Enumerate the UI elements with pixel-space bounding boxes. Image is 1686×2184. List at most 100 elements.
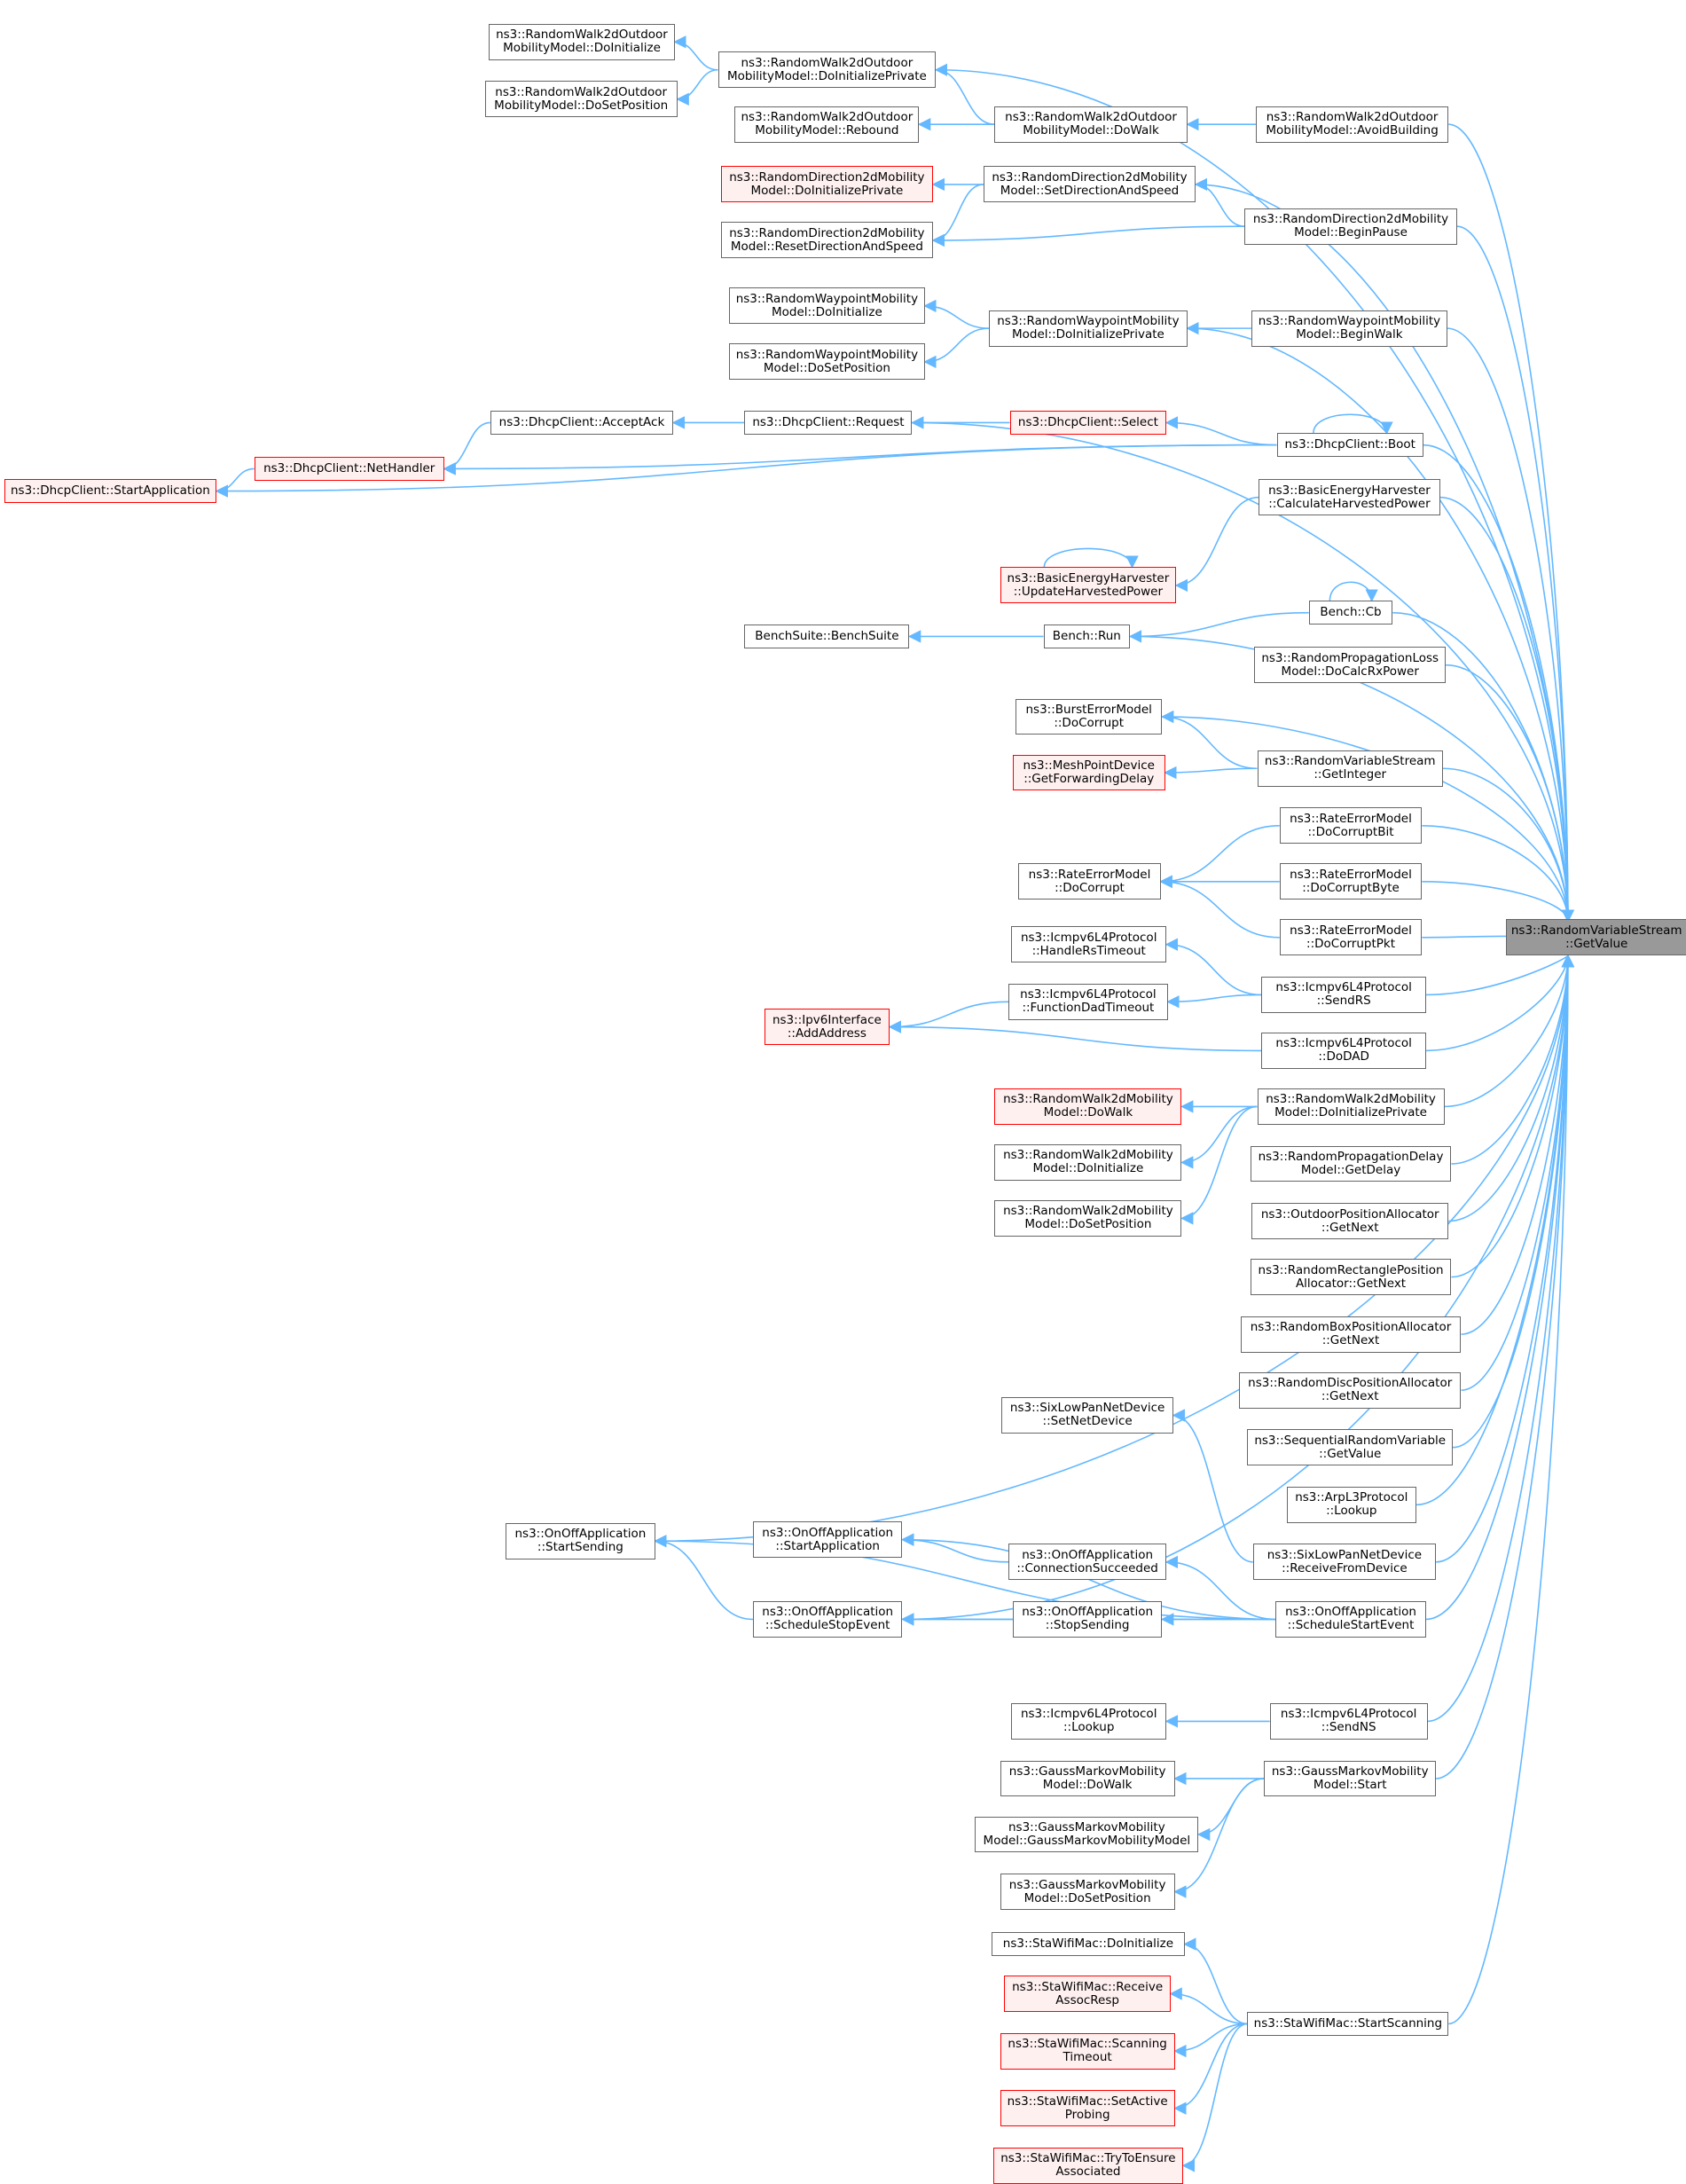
node-onoffapplication-stopsending[interactable]: ns3::OnOffApplication ::StopSending [1012,1600,1163,1638]
node-icmpv6l4protocol-dodad[interactable]: ns3::Icmpv6L4Protocol ::DoDAD [1261,1032,1427,1069]
edge-rem_pkt-to-rem_docorrupt [1159,875,1280,939]
edge-icmp_funcdad-to-ipv6_addaddr [888,1001,1009,1033]
node-icmpv6l4protocol-sendns[interactable]: ns3::Icmpv6L4Protocol ::SendNS [1269,1702,1428,1740]
node-onoffapplication-startapplication[interactable]: ns3::OnOffApplication ::StartApplication [752,1521,903,1559]
edge-rem_byte-to-getvalue [1422,881,1575,923]
node-outdoorpositionallocator-getnext[interactable]: ns3::OutdoorPositionAllocator ::GetNext [1251,1203,1449,1239]
node-randomwalk2d-dosetposition[interactable]: ns3::RandomWalk2dMobility Model::DoSetPo… [994,1199,1182,1237]
node-randomboxpositionallocator-getnext[interactable]: ns3::RandomBoxPositionAllocator ::GetNex… [1240,1316,1462,1353]
node-basicenergyharvester-calculateharvestedpower[interactable]: ns3::BasicEnergyHarvester ::CalculateHar… [1259,479,1440,516]
node-gaussmarkov-dosetposition[interactable]: ns3::GaussMarkovMobility Model::DoSetPos… [1000,1874,1175,1910]
node-randomvariablestream-getinteger[interactable]: ns3::RandomVariableStream ::GetInteger [1257,750,1443,787]
node-randomwaypoint-dosetposition[interactable]: ns3::RandomWaypointMobility Model::DoSet… [729,343,925,381]
edge-rw2do_avoid-to-getvalue [1448,123,1575,923]
node-stawifimac-setactiveprobing[interactable]: ns3::StaWifiMac::SetActive Probing [1000,2090,1175,2127]
edge-dhcp_nethandler-to-dhcp_startapp [215,467,255,498]
edge-rd2d_setdir-to-rd2d_reset [931,184,984,247]
node-randomvariablestream-getvalue-focus: ns3::RandomVariableStream ::GetValue [1505,919,1686,956]
edge-swm_startscan-to-getvalue [1448,954,1575,2025]
node-rateerrormodel-docorruptbit[interactable]: ns3::RateErrorModel ::DoCorruptBit [1279,807,1423,845]
node-bench-cb[interactable]: Bench::Cb [1308,601,1393,625]
node-icmpv6l4protocol-sendrs[interactable]: ns3::Icmpv6L4Protocol ::SendRS [1261,976,1427,1013]
edge-rvs_getint-to-burst_docorrupt [1160,710,1258,770]
node-randomwalk2doutdoor-rebound[interactable]: ns3::RandomWalk2dOutdoor MobilityModel::… [734,106,920,143]
node-randompropagationloss-docalcrxpower[interactable]: ns3::RandomPropagationLoss Model::DoCalc… [1254,647,1447,684]
node-rateerrormodel-docorrupt[interactable]: ns3::RateErrorModel ::DoCorrupt [1018,863,1161,900]
node-onoffapplication-startsending[interactable]: ns3::OnOffApplication ::StartSending [506,1522,655,1559]
node-stawifimac-trytoensureassociated[interactable]: ns3::StaWifiMac::TryToEnsure Associated [992,2147,1183,2184]
node-bench-run[interactable]: Bench::Run [1043,625,1131,648]
edge-rbpa_getnext-to-getvalue [1461,954,1575,1335]
node-randomwaypoint-doinitialize[interactable]: ns3::RandomWaypointMobility Model::DoIni… [729,287,925,325]
node-randomdiscpositionallocator-getnext[interactable]: ns3::RandomDiscPositionAllocator ::GetNe… [1239,1371,1462,1409]
node-benchsuite-benchsuite[interactable]: BenchSuite::BenchSuite [744,625,910,648]
node-ipv6interface-addaddress[interactable]: ns3::Ipv6Interface ::AddAddress [764,1009,890,1046]
edge-rd2d_beginpause-to-rd2d_reset [931,225,1245,247]
edge-bench_cb-self [1329,581,1378,602]
node-gaussmarkov-dowalk[interactable]: ns3::GaussMarkovMobility Model::DoWalk [1000,1760,1175,1797]
node-randomwalk2d-doinitialize[interactable]: ns3::RandomWalk2dMobility Model::DoIniti… [994,1143,1182,1181]
node-icmpv6l4protocol-functiondadtimeout[interactable]: ns3::Icmpv6L4Protocol ::FunctionDadTimeo… [1008,983,1168,1020]
node-randomwaypoint-doinitializeprivate[interactable]: ns3::RandomWaypointMobility Model::DoIni… [989,310,1188,347]
edge-onoff_schedstart-to-onoff_startsending [654,1535,1275,1621]
node-randomrectanglepositionallocator-getnext[interactable]: ns3::RandomRectanglePosition Allocator::… [1250,1259,1452,1295]
node-stawifimac-startscanning[interactable]: ns3::StaWifiMac::StartScanning [1247,2012,1449,2036]
node-randomwalk2doutdoor-dosetposition[interactable]: ns3::RandomWalk2dOutdoor MobilityModel::… [484,81,678,118]
edge-beh_calc-to-getvalue [1439,496,1575,923]
edge-gm_start-to-getvalue [1436,954,1575,1779]
node-rateerrormodel-docorruptpkt[interactable]: ns3::RateErrorModel ::DoCorruptPkt [1279,919,1423,956]
node-onoffapplication-connectionsucceeded[interactable]: ns3::OnOffApplication ::ConnectionSuccee… [1008,1544,1167,1581]
node-dhcpclient-nethandler[interactable]: ns3::DhcpClient::NetHandler [254,457,444,481]
node-onoffapplication-schedulestopevent[interactable]: ns3::OnOffApplication ::ScheduleStopEven… [752,1600,903,1638]
edge-icmp_sendrs-to-getvalue [1426,954,1574,996]
edge-arp_lookup-to-getvalue [1416,954,1575,1506]
node-sixlowpannetdevice-setnetdevice[interactable]: ns3::SixLowPanNetDevice ::SetNetDevice [1001,1397,1173,1434]
node-randomdirection2d-doinitializeprivate[interactable]: ns3::RandomDirection2dMobility Model::Do… [720,166,934,203]
edge-rvs_getint-to-mesh_getfwd [1164,766,1258,780]
node-meshpointdevice-getforwardingdelay[interactable]: ns3::MeshPointDevice ::GetForwardingDela… [1012,754,1165,791]
edge-rd2d_beginpause-to-getvalue [1456,225,1575,923]
edge-rw2d_doinitpriv-to-getvalue [1444,954,1575,1108]
edge-rd2d_beginpause-to-rd2d_setdir [1194,177,1245,227]
node-sequentialrandomvariable-getvalue[interactable]: ns3::SequentialRandomVariable ::GetValue [1247,1429,1453,1466]
node-randomdirection2d-beginpause[interactable]: ns3::RandomDirection2dMobility Model::Be… [1244,208,1457,245]
node-randomwalk2doutdoor-avoidbuilding[interactable]: ns3::RandomWalk2dOutdoor MobilityModel::… [1255,106,1449,143]
edge-rvs_getint-to-getvalue [1442,767,1575,923]
node-randomwalk2d-doinitializeprivate[interactable]: ns3::RandomWalk2dMobility Model::DoIniti… [1257,1088,1445,1125]
edge-dhcp_acceptack-to-dhcp_nethandler [443,421,490,475]
edge-dhcp_boot-self [1313,413,1393,435]
edge-onoff_schedstop-to-onoff_startsending [654,1535,753,1621]
edge-icmp_sendns-to-getvalue [1427,954,1575,1723]
node-randomdirection2d-resetdirectionandspeed[interactable]: ns3::RandomDirection2dMobility Model::Re… [720,222,934,259]
node-arpl3protocol-lookup[interactable]: ns3::ArpL3Protocol ::Lookup [1286,1486,1417,1523]
node-dhcpclient-startapplication[interactable]: ns3::DhcpClient::StartApplication [4,479,217,503]
node-dhcpclient-boot[interactable]: ns3::DhcpClient::Boot [1276,433,1423,458]
node-dhcpclient-select[interactable]: ns3::DhcpClient::Select [1009,411,1167,435]
node-gaussmarkov-start[interactable]: ns3::GaussMarkovMobility Model::Start [1264,1760,1437,1797]
node-randomdirection2d-setdirectionandspeed[interactable]: ns3::RandomDirection2dMobility Model::Se… [983,166,1196,203]
node-icmpv6l4protocol-lookup[interactable]: ns3::Icmpv6L4Protocol ::Lookup [1011,1702,1167,1740]
node-dhcpclient-acceptack[interactable]: ns3::DhcpClient::AcceptAck [490,411,674,435]
node-onoffapplication-schedulestartevent[interactable]: ns3::OnOffApplication ::ScheduleStartEve… [1274,1600,1427,1638]
node-randompropagationdelay-getdelay[interactable]: ns3::RandomPropagationDelay Model::GetDe… [1250,1145,1452,1182]
edge-rw2do_doinitpriv-to-rw2do_dosetpos [676,68,718,106]
node-gaussmarkov-constructor[interactable]: ns3::GaussMarkovMobility Model::GaussMar… [975,1816,1199,1853]
node-randomwaypoint-beginwalk[interactable]: ns3::RandomWaypointMobility Model::Begin… [1251,310,1447,347]
node-randomwalk2doutdoor-doinitialize[interactable]: ns3::RandomWalk2dOutdoor MobilityModel::… [489,23,675,60]
node-stawifimac-receiveassocresp[interactable]: ns3::StaWifiMac::Receive AssocResp [1004,1976,1171,2012]
node-bursterrormodel-docorrupt[interactable]: ns3::BurstErrorModel ::DoCorrupt [1016,698,1163,735]
node-randomwalk2doutdoor-doinitializeprivate[interactable]: ns3::RandomWalk2dOutdoor MobilityModel::… [718,51,937,89]
node-rateerrormodel-docorruptbyte[interactable]: ns3::RateErrorModel ::DoCorruptByte [1279,863,1423,900]
edge-swm_startscan-to-swm_trytoensure [1181,2023,1248,2172]
node-randomwalk2doutdoor-dowalk[interactable]: ns3::RandomWalk2dOutdoor MobilityModel::… [994,106,1188,143]
edge-icmp_dodad-to-getvalue [1426,954,1575,1052]
node-stawifimac-scanningtimeout[interactable]: ns3::StaWifiMac::Scanning Timeout [1000,2032,1175,2070]
edge-beh_calc-to-beh_update [1174,496,1259,593]
node-icmpv6l4protocol-handlerstimeout[interactable]: ns3::Icmpv6L4Protocol ::HandleRsTimeout [1011,926,1167,963]
node-stawifimac-doinitialize[interactable]: ns3::StaWifiMac::DoInitialize [992,1932,1185,1956]
edge-rpd_getdelay-to-getvalue [1451,954,1575,1165]
node-dhcpclient-request[interactable]: ns3::DhcpClient::Request [744,411,913,435]
node-randomwalk2d-dowalk[interactable]: ns3::RandomWalk2dMobility Model::DoWalk [994,1088,1182,1125]
node-basicenergyharvester-updateharvestedpower[interactable]: ns3::BasicEnergyHarvester ::UpdateHarves… [1000,567,1177,604]
node-sixlowpannetdevice-receivefromdevice[interactable]: ns3::SixLowPanNetDevice ::ReceiveFromDev… [1252,1544,1437,1581]
